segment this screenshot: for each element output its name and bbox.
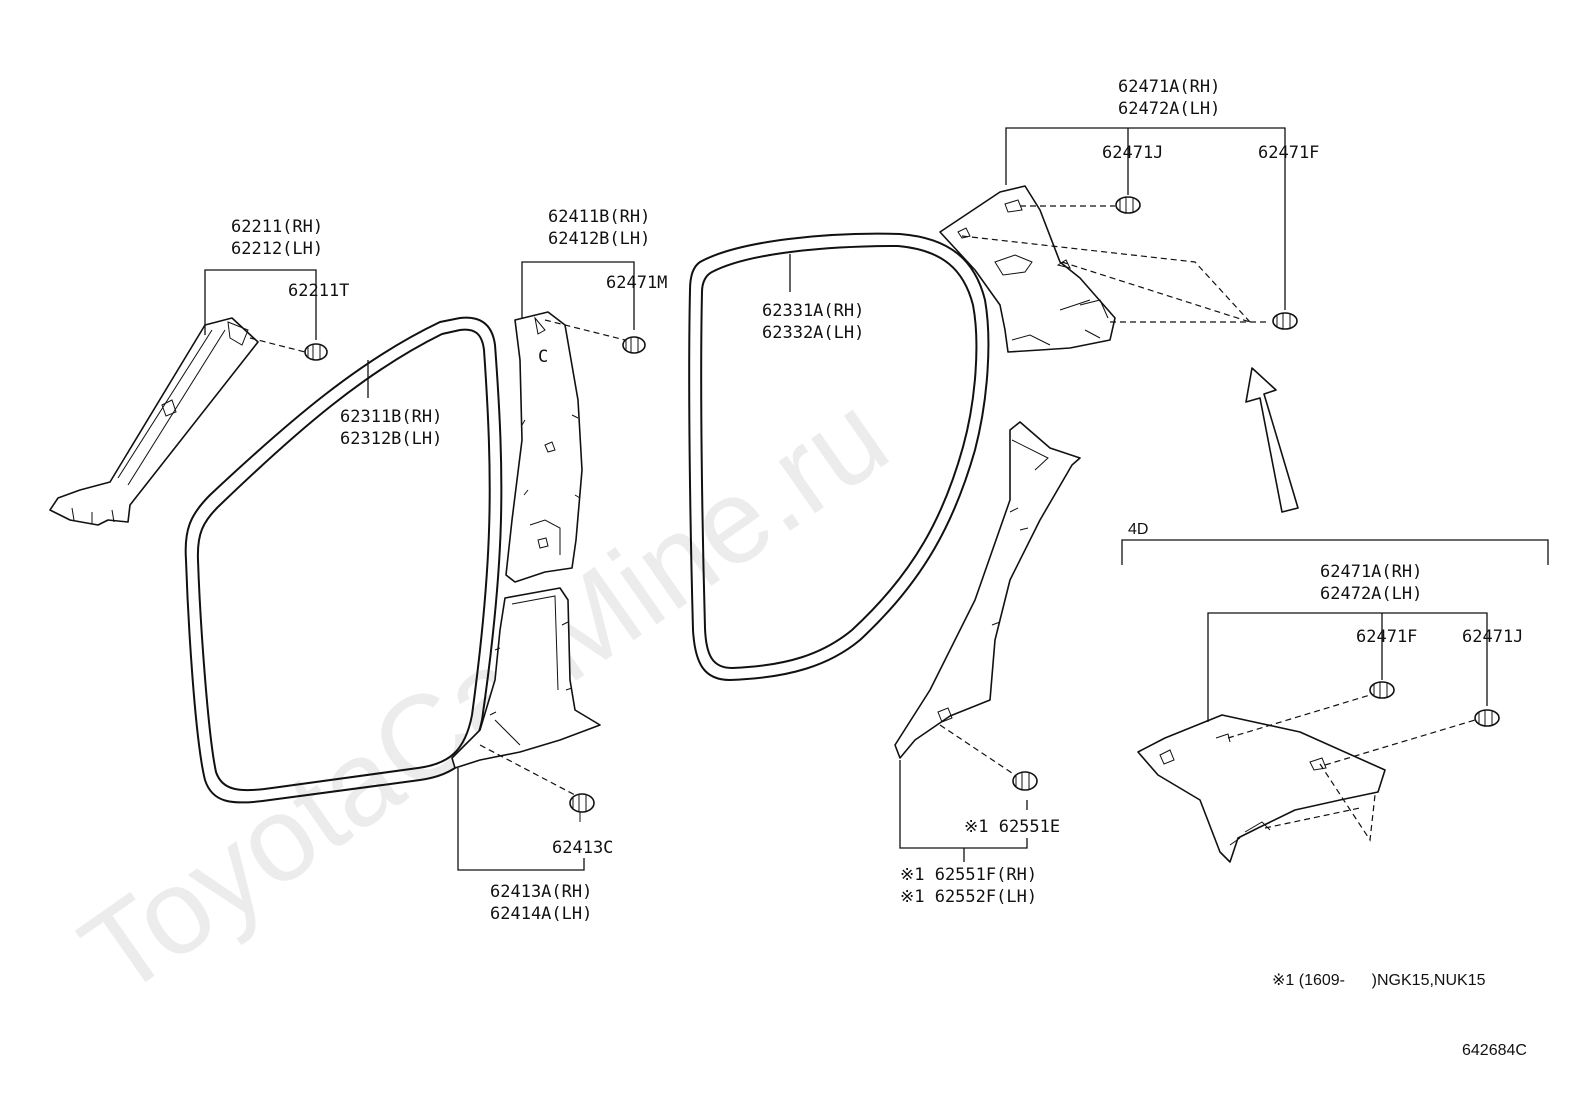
- label-clip-62471j-4d: 62471J: [1462, 627, 1523, 647]
- leader-quarter-trim: [1005, 127, 1286, 310]
- label-a-pillar-lh: 62212(LH): [231, 239, 323, 259]
- figure-code: 642684C: [1462, 1042, 1527, 1059]
- label-center-pillar-lower-rh: 62413A(RH): [490, 882, 592, 902]
- clip-62471f-4d-icon: [1227, 681, 1395, 842]
- label-clip-62211t: 62211T: [288, 281, 349, 301]
- variant-4d-bracket: [1121, 539, 1549, 565]
- clip-62551e-icon: [939, 724, 1038, 791]
- label-quarter4d-rh: 62471A(RH): [1320, 562, 1422, 582]
- rear-pillar-lower-garnish: [894, 421, 1081, 759]
- label-quarter4d-lh: 62472A(LH): [1320, 584, 1422, 604]
- leader-quarter-trim-4d: [1207, 612, 1488, 722]
- leader-a-pillar: [204, 269, 317, 340]
- label-quarter-trim-rh: 62471A(RH): [1118, 77, 1220, 97]
- footnote: ※1 (1609- )NGK15,NUK15: [1272, 972, 1486, 989]
- a-pillar-garnish: [49, 317, 259, 526]
- quarter-trim-4d: [1137, 714, 1386, 863]
- leader-center-pillar-upper: [521, 261, 635, 330]
- label-scuff-lh: ※1 62552F(LH): [900, 887, 1037, 907]
- label-center-pillar-lower-lh: 62414A(LH): [490, 904, 592, 924]
- rear-door-weatherstrip: [688, 232, 990, 681]
- clip-62471j-upper-icon: [1020, 196, 1141, 214]
- center-pillar-upper-garnish: C: [505, 311, 583, 583]
- center-pillar-lower-garnish: [451, 587, 601, 769]
- label-clip-62471j-upper: 62471J: [1102, 143, 1163, 163]
- label-quarter-trim-lh: 62472A(LH): [1118, 99, 1220, 119]
- roof-side-quarter-trim: [939, 185, 1116, 353]
- label-front-door-seal-lh: 62312B(LH): [340, 429, 442, 449]
- clip-62471f-upper-icon: [961, 235, 1298, 330]
- leader-center-pillar-lower: [457, 768, 585, 871]
- label-a-pillar-rh: 62211(RH): [231, 217, 323, 237]
- label-front-door-seal-rh: 62311B(RH): [340, 407, 442, 427]
- clip-62471j-4d-icon: [1264, 709, 1500, 829]
- clip-62413c-icon: [479, 744, 595, 822]
- label-variant-4d: 4D: [1128, 521, 1148, 538]
- label-center-pillar-upper-lh: 62412B(LH): [548, 229, 650, 249]
- label-center-pillar-upper-rh: 62411B(RH): [548, 207, 650, 227]
- label-clip-62471m: 62471M: [606, 273, 667, 293]
- label-rear-door-seal-rh: 62331A(RH): [762, 301, 864, 321]
- label-rear-door-seal-lh: 62332A(LH): [762, 323, 864, 343]
- up-arrow-icon: [1245, 367, 1299, 513]
- watermark: ToyotaCarMine.ru: [58, 368, 911, 1021]
- label-clip-62551e: ※1 62551E: [964, 817, 1060, 837]
- front-door-weatherstrip: [184, 316, 503, 804]
- label-scuff-rh: ※1 62551F(RH): [900, 865, 1037, 885]
- label-clip-62471f-4d: 62471F: [1356, 627, 1417, 647]
- letter-c-mark: C: [538, 347, 548, 367]
- clip-62211t-icon: [249, 337, 328, 361]
- label-clip-62413c: 62413C: [552, 838, 613, 858]
- label-clip-62471f-upper: 62471F: [1258, 143, 1319, 163]
- clip-62471m-icon: [544, 319, 646, 354]
